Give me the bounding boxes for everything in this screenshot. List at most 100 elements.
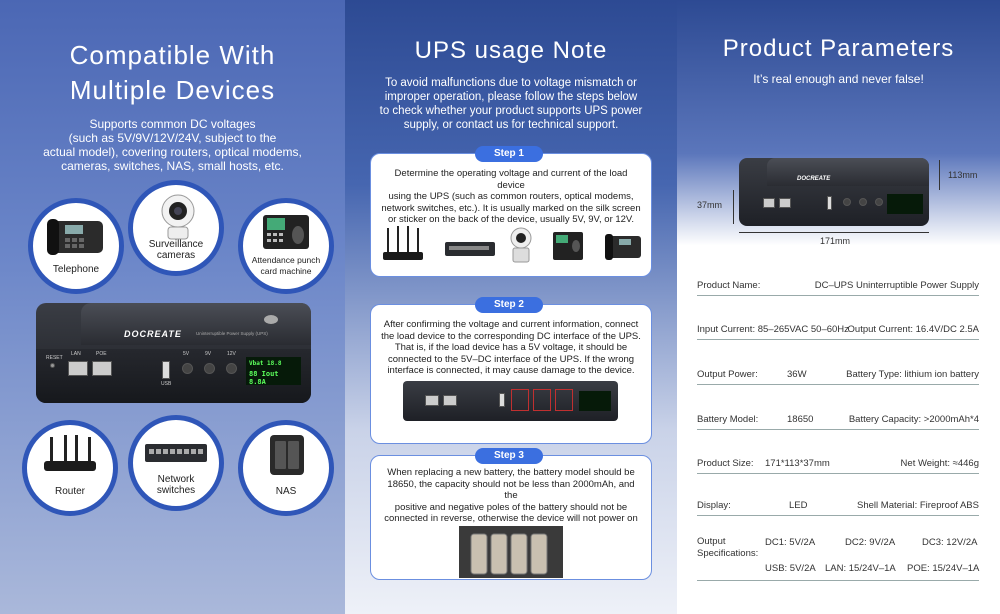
port-label: 12V [227,351,236,357]
nas-icon [270,435,304,475]
highlight-5v [511,389,529,411]
dc-port [843,198,851,206]
param-value: 36W [787,369,807,380]
compat-title-2: Multiple Devices [69,75,276,105]
poe-port [92,361,112,376]
port-label: POE [96,351,107,357]
depth-dim-line [939,160,940,190]
step-line: connected to the 5V–DC interface of the … [387,353,635,365]
output-spec-label: Output Specifications: [697,536,759,559]
step-line: After confirming the voltage and current… [383,319,639,330]
desc-line: Supports common DC voltages [89,117,256,131]
param-label: Display: [697,500,731,511]
desc-line: (such as 5V/9V/12V/24V, subject to the [68,131,277,145]
output-spec: LAN: 15/24V–1A [825,563,896,574]
power-button [264,315,278,324]
desc-line: actual model), covering routers, optical… [43,145,302,159]
param-value: Shell Material: Fireproof ABS [857,500,979,511]
step-line: the load device to the corresponding DC … [381,330,641,342]
step-2-badge: Step 2 [475,297,543,313]
step-2-card: After confirming the voltage and current… [370,304,652,444]
output-spec: USB: 5V/2A [765,563,816,574]
dc-port [859,198,867,206]
battery-pack-image [459,526,563,578]
usage-note-panel: UPS usage Note To avoid malfunctions due… [345,0,677,614]
usage-title: UPS usage Note [414,37,608,64]
network-switch-icon [445,242,495,256]
model-label: Uninterruptible Power Supply (UPS) [196,331,268,336]
product-image: DOCREATE [739,158,929,226]
intro-line: improper operation, please follow the st… [384,91,638,103]
step-1-badge: Step 1 [475,146,543,162]
device-label: Network switches [156,474,196,496]
step-line: That is, if the load device has a 5V vol… [394,342,628,353]
param-label: Battery Model: [697,414,759,425]
intro-line: To avoid malfunctions due to voltage mis… [385,77,637,89]
param-value: Output Current: 16.4V/DC 2.5A [847,324,979,335]
dc-12v-port [226,363,237,374]
port-label: 9V [205,351,212,357]
desc-line: cameras, switches, NAS, small hosts, etc… [61,159,284,173]
compat-description: Supports common DC voltages (such as 5V/… [10,117,335,173]
output-spec: POE: 15/24V–1A [907,563,980,574]
step-line: connected in reverse, otherwise the devi… [384,513,638,524]
parameters-panel: Product Parameters It’s real enough and … [677,0,1000,614]
device-circle-router: Router [22,420,118,516]
compat-title-1: Compatible With [69,40,276,70]
param-row: Product Name: DC–UPS Uninterruptible Pow… [697,276,979,296]
step-line: positive and negative poles of the batte… [394,501,628,513]
param-row: Input Current: 85–265VAC 50–60Hz Output … [697,320,979,340]
lcd-line: Vbat 18.8 [249,360,282,367]
device-circle-switch: Network switches [128,415,224,511]
param-row: Output Power: 36W Battery Type: lithium … [697,365,979,385]
usb-port [827,196,832,210]
lcd-line: 88 Iout 8.8A [249,370,279,386]
usb-port [162,361,170,379]
intro-line: supply, or contact us for technical supp… [403,119,619,131]
dc-9v-port [204,363,215,374]
device-circle-nas: NAS [238,420,334,516]
usb-port [499,393,505,407]
width-dimension: 171mm [820,236,851,246]
device-label: NAS [275,486,297,497]
camera-icon [161,194,195,240]
param-label: Output Power: [697,369,758,380]
param-value: Net Weight: ≈446g [900,458,979,469]
device-label: Telephone [52,264,100,275]
height-dim-line [733,190,734,224]
device-circle-camera: Surveillance cameras [128,180,224,276]
router-icon [383,226,423,260]
param-label: Product Size: [697,458,754,469]
dc-5v-port [182,363,193,374]
router-icon [44,435,96,471]
highlight-12v [555,389,573,411]
step-line: or sticker on the back of the device, us… [387,214,635,225]
depth-dimension: 113mm [948,170,978,180]
device-icons-row [383,226,641,263]
compatibility-panel: Compatible With Multiple Devices Support… [0,0,345,614]
device-top [767,158,929,186]
step-line: When replacing a new battery, the batter… [387,467,635,478]
device-label: Router [54,486,85,497]
port-label: USB [161,381,172,387]
step-line: Determine the operating voltage and curr… [394,168,628,191]
camera-icon [510,227,532,263]
step-3-card: When replacing a new battery, the batter… [370,455,652,580]
step-line: network switches, etc.). It is usually m… [381,202,641,214]
height-dimension: 37mm [697,200,723,210]
param-value: DC–UPS Uninterruptible Power Supply [814,280,979,291]
network-switch-icon [145,444,207,462]
port-label: RESET [46,355,63,361]
step-line: 18650, the capacity should not be less t… [387,478,635,502]
poe-port [779,198,791,208]
poe-port [443,395,457,406]
brand-logo: DOCREATE [797,176,831,182]
param-row: Product Size: 171*113*37mm Net Weight: ≈… [697,454,979,474]
intro-line: to check whether your product supports U… [379,105,643,117]
divider [697,580,979,581]
brand-logo: DOCREATE [124,329,182,339]
param-value: 171*113*37mm [765,458,830,469]
width-dim-line [739,232,929,233]
dc-port [875,198,883,206]
reset-hole [50,363,55,368]
